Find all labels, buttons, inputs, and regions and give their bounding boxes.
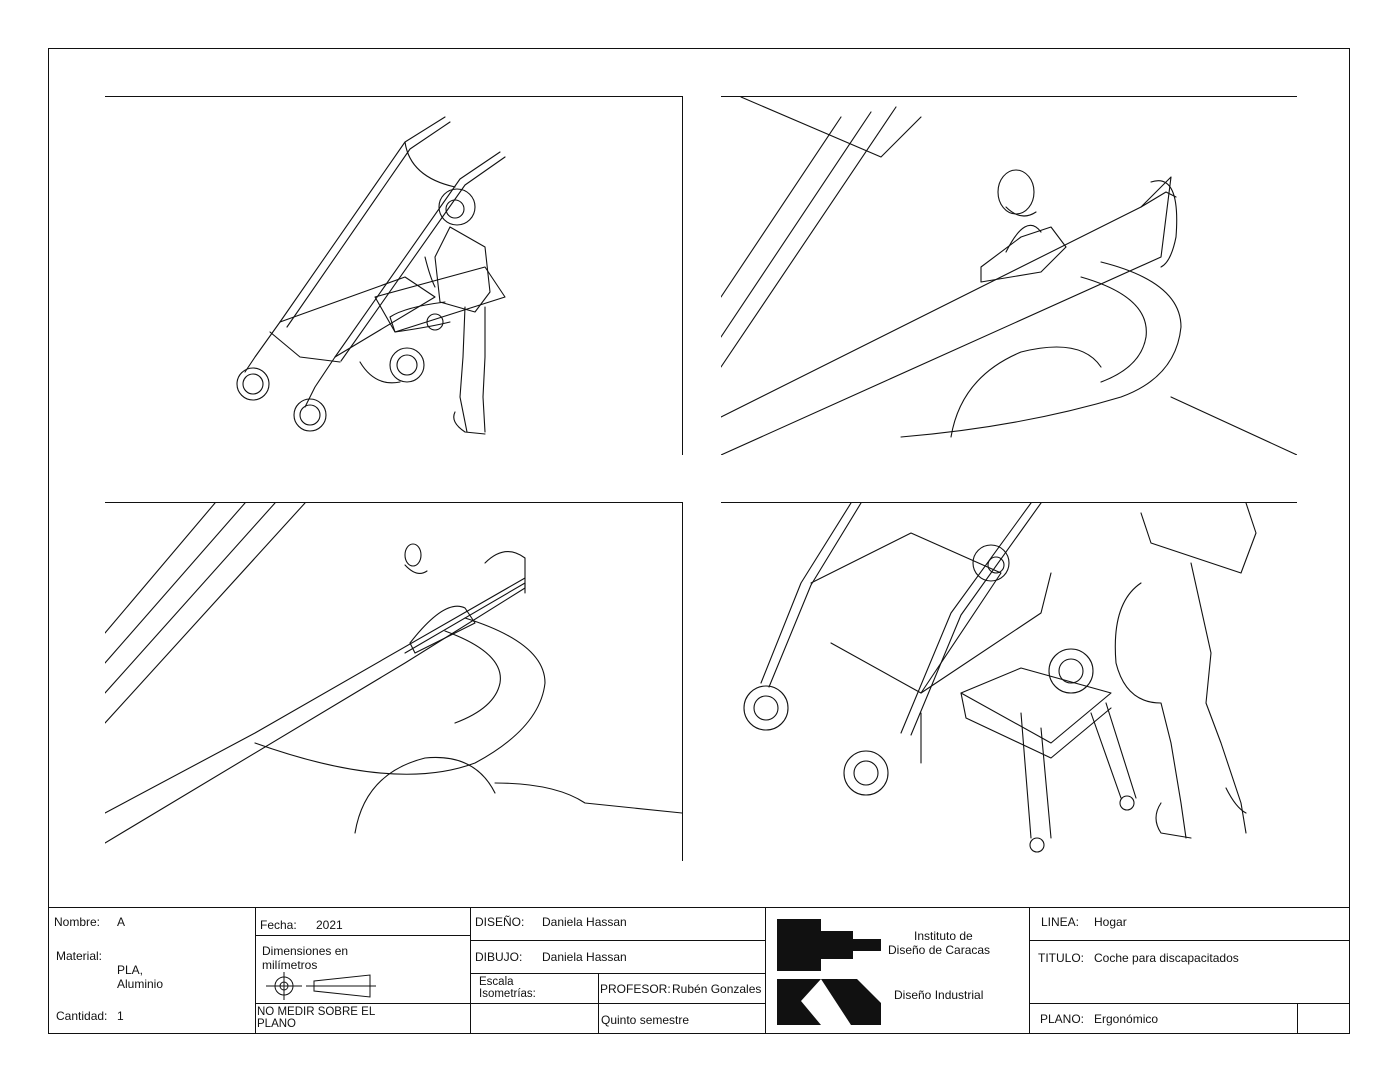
cantidad-label: Cantidad:	[56, 1009, 108, 1023]
department-name: Diseño Industrial	[894, 988, 984, 1002]
nombre-value: A	[117, 915, 126, 929]
dibujo-label: DIBUJO:	[475, 950, 523, 964]
escala-line-1: Escala	[479, 976, 514, 988]
nombre-label: Nombre:	[54, 915, 101, 929]
escala-line-2: Isometrías:	[479, 988, 536, 1000]
diseno-label: DISEÑO:	[475, 915, 525, 929]
dimensiones-line-1: Dimensiones en	[262, 944, 349, 958]
fecha-value: 2021	[316, 918, 343, 932]
dimensiones-line-2: milímetros	[262, 958, 318, 972]
titulo-value: Coche para discapacitados	[1094, 951, 1239, 965]
institute-name-line-2: Diseño de Caracas	[888, 943, 991, 957]
dibujo-value: Daniela Hassan	[542, 950, 627, 964]
titulo-label: TITULO:	[1038, 951, 1085, 965]
profesor-value: Rubén Gonzales	[672, 982, 762, 996]
no-medir-line-2: PLANO	[257, 1018, 296, 1030]
projection-symbol-icon	[266, 972, 376, 1000]
material-value-2: Aluminio	[117, 977, 164, 991]
plano-label: PLANO:	[1040, 1012, 1085, 1026]
institute-name-line-1: Instituto de	[914, 929, 973, 943]
view-isometric-overall	[105, 96, 683, 455]
view-footrest-detail	[721, 502, 1297, 861]
semestre-text: Quinto semestre	[601, 1013, 690, 1027]
material-label: Material:	[56, 949, 103, 963]
profesor-label: PROFESOR:	[600, 982, 671, 996]
institute-logo	[777, 919, 881, 1025]
fecha-label: Fecha:	[260, 918, 297, 932]
linea-value: Hogar	[1094, 915, 1127, 929]
diseno-value: Daniela Hassan	[542, 915, 627, 929]
plano-value: Ergonómico	[1094, 1012, 1159, 1026]
drawing-sheet	[48, 48, 1350, 1034]
title-block: Nombre: A Material: PLA, Aluminio Cantid…	[48, 907, 1350, 1034]
material-value-1: PLA,	[117, 963, 144, 977]
linea-label: LINEA:	[1041, 915, 1080, 929]
view-handle-detail-alternate	[105, 502, 683, 861]
no-medir-line-1: NO MEDIR SOBRE EL	[257, 1006, 376, 1018]
view-handle-detail-closeup	[721, 96, 1297, 455]
cantidad-value: 1	[117, 1009, 124, 1023]
